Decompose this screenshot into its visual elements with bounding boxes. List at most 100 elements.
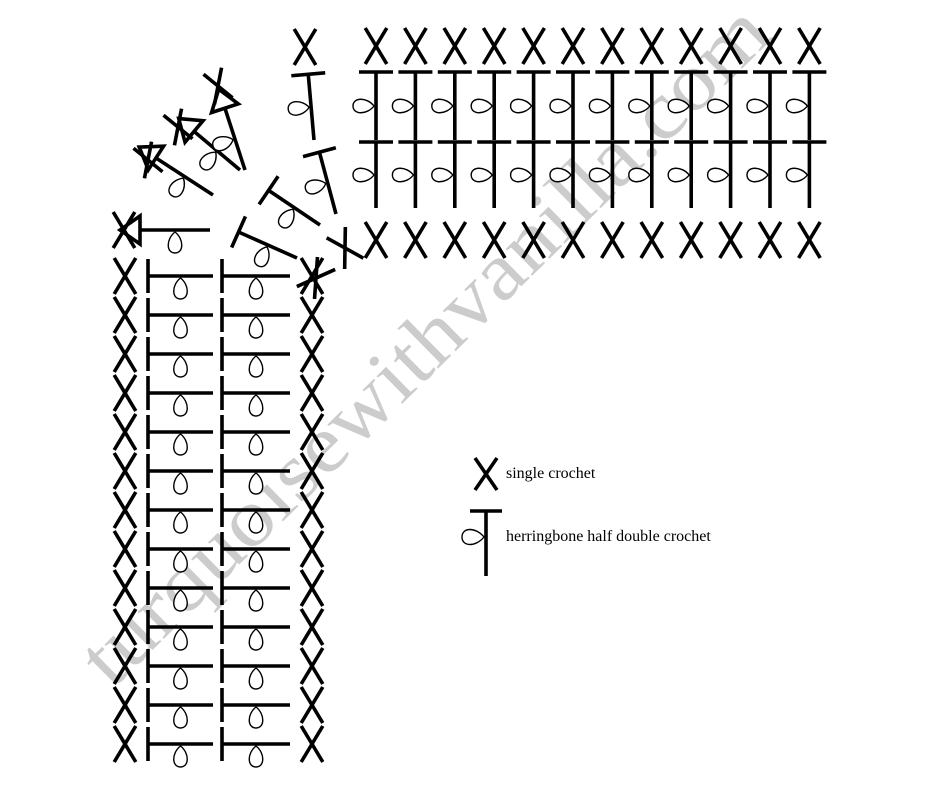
single-crochet-stitch <box>202 67 234 105</box>
hhdc-stitch <box>220 337 290 378</box>
single-crochet-stitch <box>112 608 138 646</box>
hhdc-stitch <box>628 70 669 140</box>
single-crochet-stitch <box>639 221 665 259</box>
single-crochet-stitch <box>299 374 325 412</box>
hhdc-stitch <box>785 140 827 208</box>
single-crochet-stitch <box>363 27 389 65</box>
legend: single crochet herringbone half double c… <box>461 456 711 576</box>
hhdc-stitch <box>470 140 512 208</box>
hhdc-stitch <box>146 376 213 417</box>
hhdc-stitch <box>667 140 709 208</box>
single-crochet-stitch <box>112 296 138 334</box>
single-crochet-stitch <box>521 221 546 259</box>
hhdc-stitch <box>667 70 709 140</box>
single-crochet-stitch <box>112 257 138 295</box>
hhdc-stitch <box>146 298 213 339</box>
single-crochet-stitch <box>442 27 468 65</box>
single-crochet-stitch <box>112 452 138 490</box>
hhdc-stitch <box>706 70 748 140</box>
hhdc-stitch <box>352 140 393 208</box>
single-crochet-stitch <box>299 296 325 334</box>
hhdc-stitch <box>431 70 472 140</box>
single-crochet-stitch <box>299 335 325 373</box>
single-crochet-stitch <box>600 221 625 259</box>
single-crochet-stitch <box>112 374 138 412</box>
hhdc-stitch <box>509 70 551 140</box>
single-crochet-stitch <box>481 27 507 65</box>
hhdc-stitch <box>470 70 512 140</box>
hhdc-stitch <box>257 175 322 229</box>
single-crochet-stitch <box>299 569 325 607</box>
hhdc-stitch <box>146 688 213 729</box>
hhdc-stitch <box>146 415 213 456</box>
hhdc-stitch <box>220 259 290 300</box>
hhdc-stitch <box>220 454 290 495</box>
hhdc-stitch <box>549 70 590 140</box>
hhdc-stitch <box>588 70 630 140</box>
single-crochet-stitch <box>299 257 325 295</box>
legend-hhdc-symbol <box>461 509 502 576</box>
hhdc-stitch <box>431 140 472 208</box>
hhdc-stitch <box>287 70 326 141</box>
single-crochet-stitch <box>757 221 783 259</box>
hhdc-stitch <box>146 610 213 651</box>
single-crochet-stitch <box>112 725 138 763</box>
hhdc-stitch <box>220 298 290 339</box>
hhdc-stitch <box>628 140 669 208</box>
legend-single-crochet-symbol <box>473 456 499 492</box>
single-crochet-stitch <box>403 221 428 259</box>
single-crochet-stitch <box>292 28 318 66</box>
single-crochet-stitch <box>162 108 194 146</box>
single-crochet-stitch <box>299 608 325 646</box>
single-crochet-stitch <box>757 27 783 65</box>
single-crochet-stitch <box>111 211 137 249</box>
hhdc-stitch <box>146 259 213 300</box>
hhdc-stitch <box>220 727 290 768</box>
single-crochet-stitch <box>442 221 468 259</box>
single-crochet-stitch <box>718 27 743 65</box>
hhdc-stitch <box>116 212 210 254</box>
legend-hhdc-label: herringbone half double crochet <box>506 528 711 545</box>
single-crochet-stitch <box>299 530 325 568</box>
single-crochet-stitch <box>481 221 507 259</box>
single-crochet-stitch <box>299 491 325 529</box>
hhdc-stitch <box>509 140 551 208</box>
single-crochet-stitch <box>678 27 704 65</box>
hhdc-stitch <box>146 454 213 495</box>
hhdc-stitch <box>136 144 214 198</box>
hhdc-stitch <box>146 571 213 612</box>
single-crochet-stitch <box>325 226 365 270</box>
single-crochet-stitch <box>112 335 138 373</box>
hhdc-stitch <box>220 376 290 417</box>
single-crochet-stitch <box>797 221 822 259</box>
hhdc-stitch <box>220 493 290 534</box>
single-crochet-stitch <box>600 27 625 65</box>
single-crochet-stitch <box>639 27 665 65</box>
hhdc-stitch <box>302 146 338 215</box>
single-crochet-stitch <box>718 221 743 259</box>
single-crochet-stitch <box>299 647 325 685</box>
single-crochet-stitch <box>112 491 138 529</box>
hhdc-stitch <box>746 70 787 140</box>
single-crochet-stitch <box>797 27 822 65</box>
single-crochet-stitch <box>560 221 586 259</box>
single-crochet-stitch <box>296 256 336 300</box>
single-crochet-stitch <box>678 221 704 259</box>
single-crochet-stitch <box>112 413 138 451</box>
hhdc-stitch <box>146 727 213 768</box>
hhdc-stitch <box>391 70 433 140</box>
single-crochet-stitch <box>299 686 325 724</box>
hhdc-stitch <box>229 215 298 268</box>
hhdc-stitch <box>146 337 213 378</box>
hhdc-stitch <box>220 610 290 651</box>
single-crochet-stitch <box>112 647 138 685</box>
hhdc-stitch <box>220 415 290 456</box>
stitches <box>111 27 827 768</box>
hhdc-stitch <box>391 140 433 208</box>
hhdc-stitch <box>146 532 213 573</box>
hhdc-stitch <box>220 571 290 612</box>
hhdc-stitch <box>220 688 290 729</box>
legend-single-crochet-label: single crochet <box>506 465 596 482</box>
